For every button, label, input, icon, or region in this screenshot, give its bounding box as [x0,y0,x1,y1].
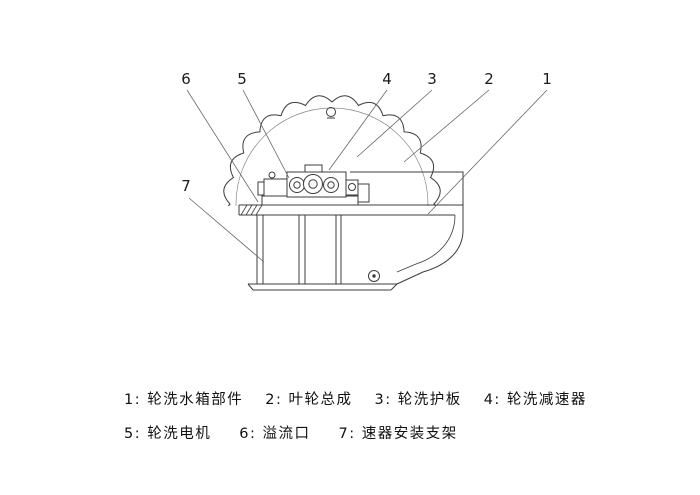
leader-line-2 [403,89,490,163]
drive-assembly [257,164,370,206]
drain-plug [368,270,380,282]
leader-line-5 [242,89,290,179]
parts-legend: 1: 轮洗水箱部件 2: 叶轮总成 3: 轮洗护板 4: 轮洗减速器 5: 轮洗… [124,388,587,443]
legend-item: 3: 轮洗护板 [374,392,462,408]
leader-line-3 [356,89,433,158]
tank-stand [247,215,398,291]
water-tank-housing [350,171,464,285]
leader-line-4 [328,89,388,171]
callout-label-5: 5 [237,70,247,88]
output-shaft [345,179,370,203]
impeller-wheel-outline [223,95,441,206]
wash-motor [257,171,288,197]
legend-item: 6: 溢流口 [239,426,311,442]
legend-row-1: 1: 轮洗水箱部件 2: 叶轮总成 3: 轮洗护板 4: 轮洗减速器 [124,388,587,409]
leader-line-1 [427,89,548,215]
leader-line-7 [188,197,265,263]
legend-row-2: 5: 轮洗电机 6: 溢流口 7: 速器安装支架 [124,422,587,443]
legend-item: 1: 轮洗水箱部件 [124,392,244,408]
wash-reducer [286,164,347,198]
legend-item: 7: 速器安装支架 [338,426,458,442]
callout-label-6: 6 [181,70,191,88]
callout-label-4: 4 [382,70,392,88]
support-platform [238,204,463,216]
legend-item: 4: 轮洗减速器 [483,392,587,408]
lifting-eye [326,107,336,119]
callout-label-1: 1 [542,70,552,88]
callout-label-7: 7 [181,177,191,195]
legend-item: 5: 轮洗电机 [124,426,212,442]
callout-label-3: 3 [427,70,437,88]
callout-label-2: 2 [484,70,494,88]
leader-line-6 [186,89,259,203]
legend-item: 2: 叶轮总成 [265,392,353,408]
overflow-port [240,204,263,216]
